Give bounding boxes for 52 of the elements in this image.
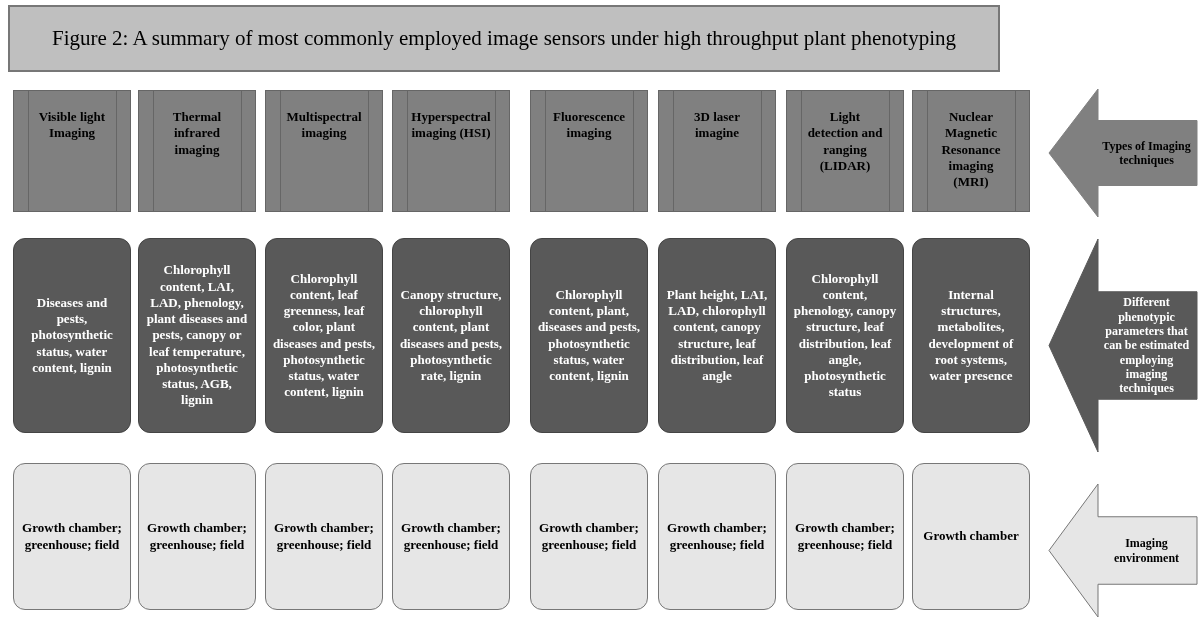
box-text: Hyperspectral imaging (HSI) <box>410 109 492 142</box>
box-text: Internal structures, metabolites, development of root systems, water presence <box>927 286 1015 385</box>
technique-box <box>530 90 648 212</box>
environment-box <box>530 463 648 610</box>
box-text: Growth chamber; greenhouse; field <box>794 520 896 553</box>
box-text: 3D laser imagine <box>693 109 741 142</box>
box-text: Fluorescence imaging <box>552 109 626 142</box>
environment-box <box>658 463 776 610</box>
box-text: Plant height, LAI, LAD, chlorophyll content, canopy structure, leaf distribution, leaf angle <box>665 286 769 385</box>
box-text: Growth chamber; greenhouse; field <box>538 520 640 553</box>
box-text: Growth chamber; greenhouse; field <box>146 520 248 553</box>
box-text: Chlorophyll content, leaf greenness, leaf color, plant diseases and pests, photosynthetic status, water content, lignin <box>272 270 376 401</box>
parameter-box <box>912 238 1030 433</box>
technique-box <box>138 90 256 212</box>
box-text: Diseases and pests, photosynthetic status, water content, lignin <box>30 294 114 377</box>
environment-box <box>392 463 510 610</box>
parameter-box <box>392 238 510 433</box>
parameter-box <box>265 238 383 433</box>
box-text: Growth chamber; greenhouse; field <box>666 520 768 553</box>
box-text: Multispectral imaging <box>285 109 363 142</box>
parameter-box <box>530 238 648 433</box>
environment-box <box>265 463 383 610</box>
box-text: Growth chamber; greenhouse; field <box>273 520 375 553</box>
row-heading: Types of Imaging techniques <box>1101 138 1192 168</box>
box-text: Nuclear Magnetic Resonance imaging (MRI) <box>940 109 1002 191</box>
technique-box <box>786 90 904 212</box>
row-heading: Different phenotypic parameters that can be estimated employing imaging techniques <box>1102 295 1191 396</box>
parameter-box <box>786 238 904 433</box>
parameter-box <box>658 238 776 433</box>
environment-box <box>13 463 131 610</box>
box-text: Thermal infrared imaging <box>171 109 223 158</box>
figure-title: Figure 2: A summary of most commonly employed image sensors under high throughput plant phenotyping <box>51 25 957 52</box>
box-text: Growth chamber <box>923 528 1019 545</box>
box-text: Light detection and ranging (LIDAR) <box>806 109 884 174</box>
technique-box <box>392 90 510 212</box>
parameter-box <box>138 238 256 433</box>
technique-box <box>912 90 1030 212</box>
box-text: Chlorophyll content, phenology, canopy structure, leaf distribution, leaf angle, photosynthetic status <box>793 270 897 401</box>
environment-box <box>912 463 1030 610</box>
technique-box <box>658 90 776 212</box>
box-text: Visible light Imaging <box>37 109 107 142</box>
box-text: Growth chamber; greenhouse; field <box>21 520 123 553</box>
technique-box <box>265 90 383 212</box>
box-text: Canopy structure, chlorophyll content, plant diseases and pests, photosynthetic rate, lignin <box>399 286 503 385</box>
environment-box <box>138 463 256 610</box>
box-text: Chlorophyll content, LAI, LAD, phenology, plant diseases and pests, canopy or leaf temperature, photosynthetic status, AGB, lignin <box>145 262 249 409</box>
environment-box <box>786 463 904 610</box>
row-heading: Imaging environment <box>1112 536 1181 565</box>
parameter-box <box>13 238 131 433</box>
box-text: Chlorophyll content, plant, diseases and pests, photosynthetic status, water content, lignin <box>537 286 641 385</box>
box-text: Growth chamber; greenhouse; field <box>400 520 502 553</box>
technique-box <box>13 90 131 212</box>
